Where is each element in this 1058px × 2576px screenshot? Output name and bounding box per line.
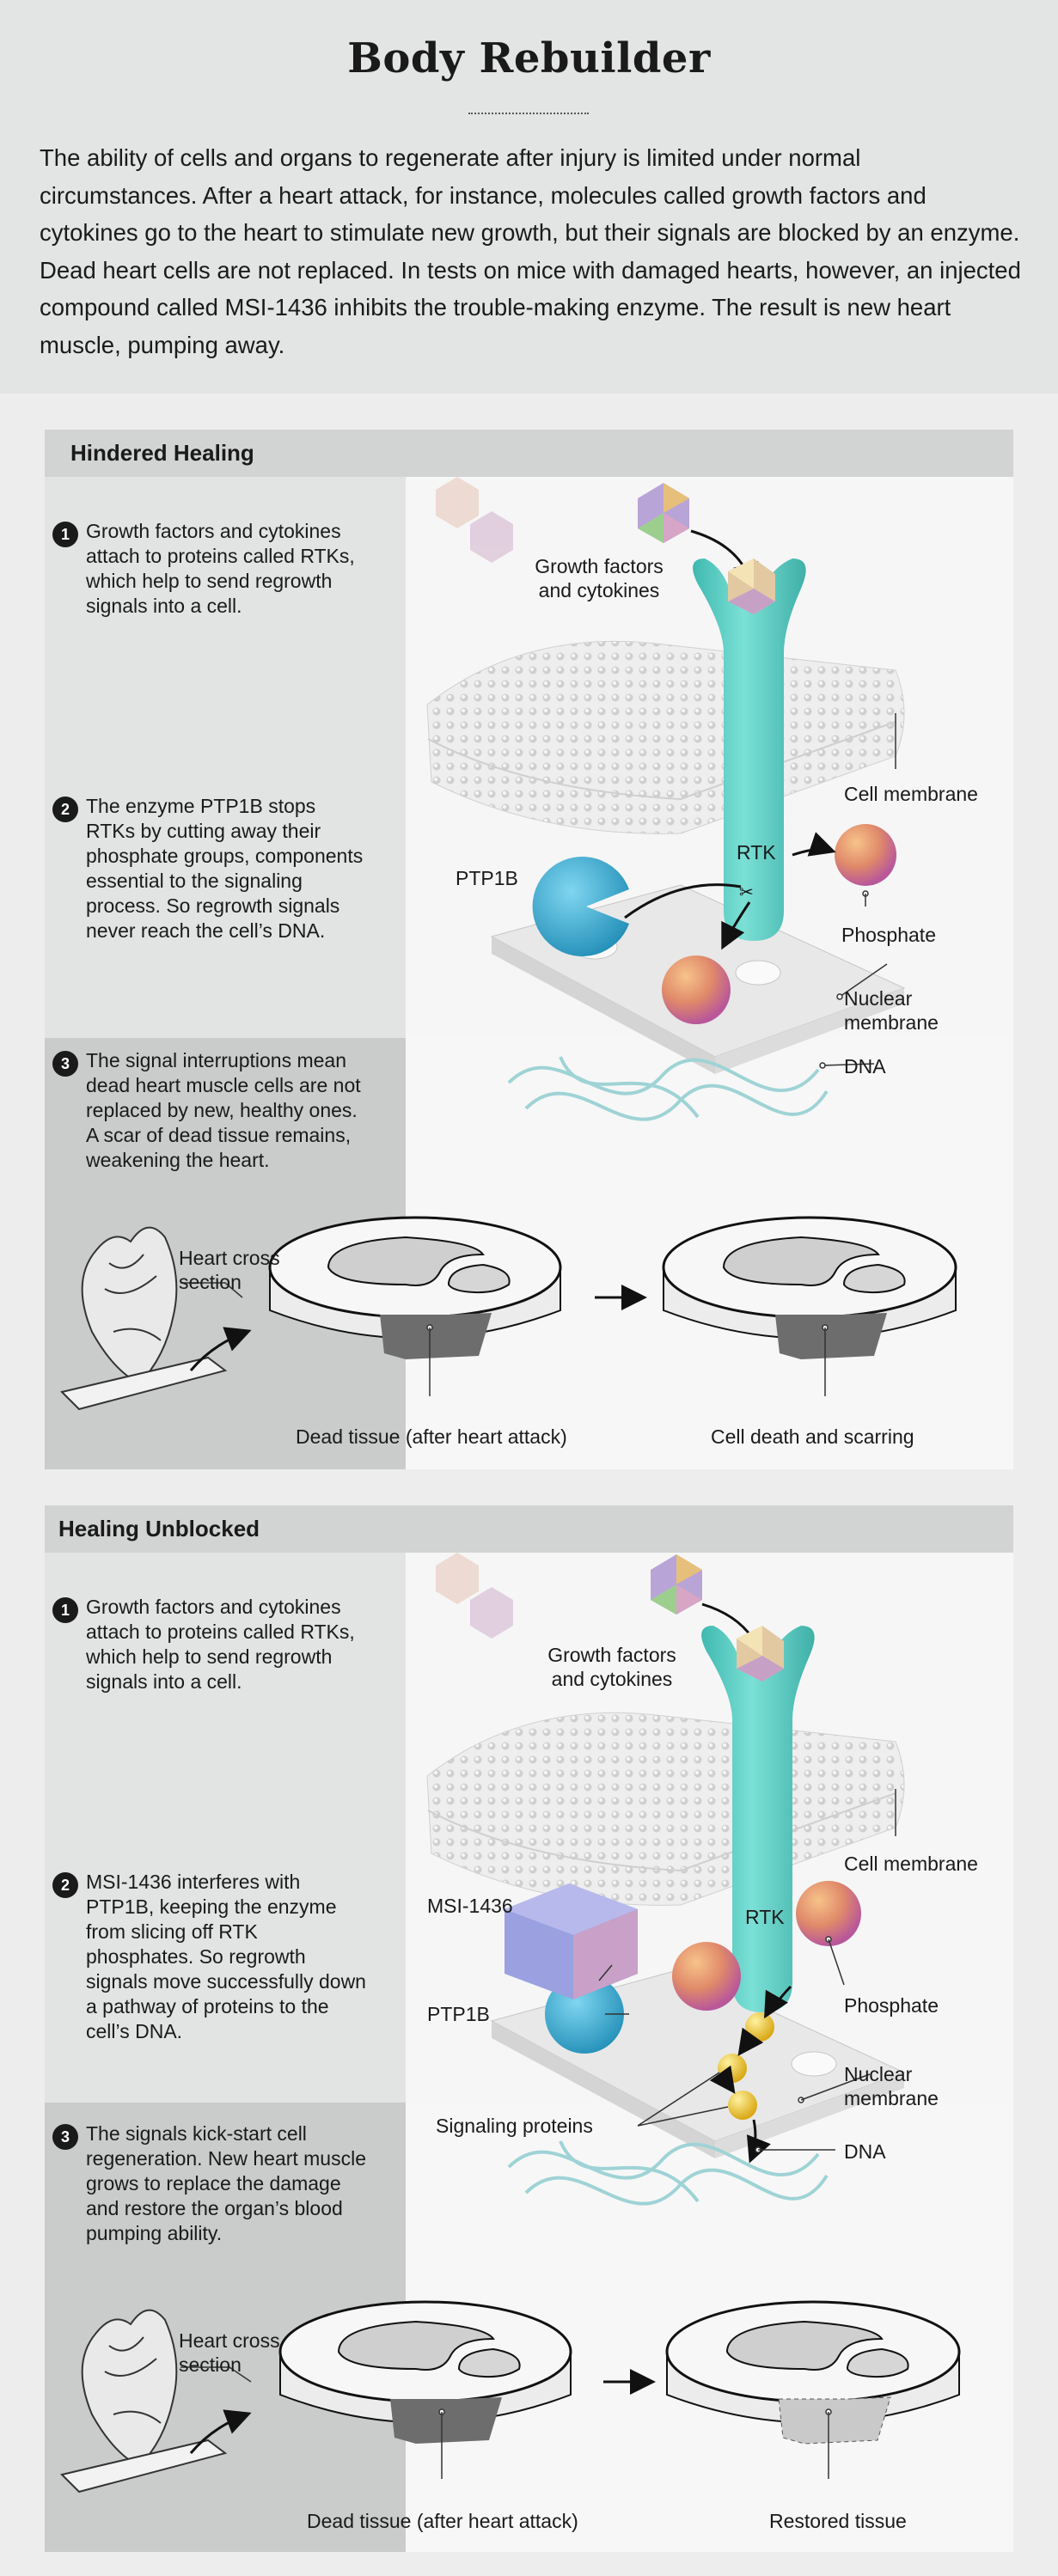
step-number: 3 bbox=[52, 2124, 78, 2150]
growth-factor-icon bbox=[651, 1554, 702, 1615]
label-msi-1436: MSI-1436 bbox=[427, 1895, 513, 1917]
label-dna: DNA bbox=[844, 1055, 886, 1077]
step-number: 2 bbox=[52, 1872, 78, 1898]
hindered-healing-panel: Hindered Healing 1 Growth factors and cy… bbox=[45, 430, 1013, 1469]
panel-heading-text: Hindered Healing bbox=[70, 440, 254, 466]
label-dead-tissue: Dead tissue (after heart attack) bbox=[307, 2510, 578, 2532]
heart-cross-section-dead bbox=[278, 2300, 572, 2444]
page-title: Body Rebuilder bbox=[347, 34, 711, 82]
heart-cross-section-scarred bbox=[662, 1216, 957, 1359]
label-signaling-proteins: Signaling proteins bbox=[436, 2115, 593, 2137]
step-text: The signal interruptions mean dead heart… bbox=[86, 1049, 361, 1171]
panel-heading-text: Healing Unblocked bbox=[58, 1516, 260, 1541]
cell-membrane bbox=[426, 640, 905, 834]
cell-membrane bbox=[426, 1712, 905, 1906]
signaling-protein bbox=[745, 2012, 774, 2042]
rtk-receptor bbox=[701, 1626, 815, 2012]
phosphate-sphere bbox=[662, 955, 731, 1024]
label-phosphate: Phosphate bbox=[841, 924, 936, 946]
hindered-diagram: ✂ bbox=[60, 477, 957, 1411]
step-number: 1 bbox=[52, 1597, 78, 1623]
dna-strand bbox=[507, 2140, 829, 2206]
step-text: MSI-1436 interferes with PTP1B, keeping … bbox=[86, 1871, 366, 2042]
intro-text: The ability of cells and organs to regen… bbox=[40, 144, 1021, 358]
label-rtk: RTK bbox=[737, 841, 776, 864]
label-growth-factors: Growth factors and cytokines bbox=[547, 1644, 676, 1690]
label-growth-factors: Growth factors and cytokines bbox=[535, 555, 664, 601]
heart-sketch-icon bbox=[60, 1226, 228, 1411]
label-dna: DNA bbox=[844, 2140, 886, 2163]
step-number: 2 bbox=[52, 797, 78, 822]
heart-cross-section-restored bbox=[665, 2300, 961, 2445]
label-ptp1b: PTP1B bbox=[427, 2003, 490, 2025]
label-nuclear-membrane: Nuclear membrane bbox=[844, 2063, 939, 2109]
step-text: Growth factors and cytokines attach to p… bbox=[86, 520, 355, 617]
ptp1b-enzyme bbox=[532, 857, 629, 956]
unblocked-diagram bbox=[60, 1553, 961, 2494]
step-text: The enzyme PTP1B stops RTKs by cutting a… bbox=[86, 795, 364, 942]
growth-factor-icon bbox=[436, 477, 513, 563]
label-ptp1b: PTP1B bbox=[456, 867, 518, 889]
msi-1436-compound bbox=[505, 1883, 638, 1999]
phosphate-sphere bbox=[672, 1942, 741, 2011]
title-divider bbox=[468, 113, 589, 114]
label-cell-membrane: Cell membrane bbox=[844, 783, 978, 805]
rtk-receptor bbox=[693, 559, 806, 941]
heart-sketch-icon bbox=[60, 2309, 228, 2494]
label-dead-tissue: Dead tissue (after heart attack) bbox=[296, 1425, 567, 1448]
growth-factor-icon bbox=[638, 483, 689, 543]
panel-heading: Hindered Healing bbox=[45, 430, 1013, 477]
label-cell-death-scarring: Cell death and scarring bbox=[711, 1425, 914, 1448]
label-heart-cross-section: Heart cross section bbox=[179, 1247, 280, 1293]
step-text: Growth factors and cytokines attach to p… bbox=[86, 1596, 355, 1693]
label-cell-membrane: Cell membrane bbox=[844, 1853, 978, 1875]
dna-strand bbox=[507, 1056, 829, 1121]
healing-unblocked-panel: Healing Unblocked 1 Growth factors and c… bbox=[45, 1505, 1013, 2552]
panel-heading: Healing Unblocked bbox=[45, 1505, 1013, 1553]
step-text: The signals kick-start cell regeneration… bbox=[86, 2122, 366, 2244]
growth-factor-icon bbox=[436, 1553, 513, 1639]
scissors-icon: ✂ bbox=[739, 883, 754, 902]
label-rtk: RTK bbox=[745, 1906, 785, 1928]
header: Body Rebuilder The ability of cells and … bbox=[0, 0, 1058, 394]
phosphate-sphere bbox=[835, 824, 896, 886]
label-nuclear-membrane: Nuclear membrane bbox=[844, 987, 939, 1034]
label-phosphate: Phosphate bbox=[844, 1994, 939, 2017]
step-number: 1 bbox=[52, 522, 78, 547]
heart-cross-section-dead bbox=[268, 1216, 562, 1359]
signaling-protein bbox=[728, 2091, 757, 2120]
step-number: 3 bbox=[52, 1051, 78, 1077]
label-restored-tissue: Restored tissue bbox=[769, 2510, 907, 2532]
label-heart-cross-section: Heart cross section bbox=[179, 2329, 280, 2376]
signaling-protein bbox=[718, 2054, 747, 2083]
phosphate-sphere bbox=[796, 1881, 861, 1946]
